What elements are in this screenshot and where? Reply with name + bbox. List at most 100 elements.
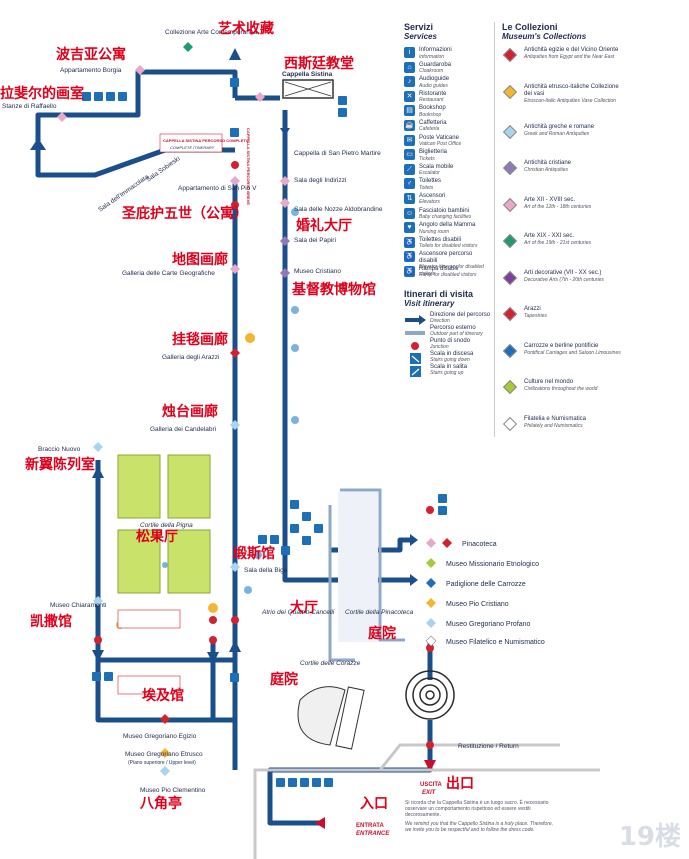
collection-label: Arti decorative (VII - XX sec.) xyxy=(524,269,602,276)
collection-diamond-icon xyxy=(502,343,518,358)
collection-label: Antichità greche e romane xyxy=(524,123,595,130)
service-label-en: Nursing room xyxy=(419,228,450,235)
collections-subtitle: Museum's Collections xyxy=(502,32,587,41)
collection-diamond-icon xyxy=(502,306,518,322)
service-label-en: Toilets for disabled visitors xyxy=(419,243,478,250)
service-label: Caffetteria xyxy=(419,119,447,126)
zh-sistine: 西斯廷教堂 xyxy=(284,55,354,72)
label-atrio: Atrio dei Quattro Cancelli xyxy=(261,609,335,616)
zh-courtyard2: 庭院 xyxy=(270,671,298,688)
itinerary-subtitle: Visit itinerary xyxy=(404,298,455,308)
zh-biga: 缎斯馆 xyxy=(233,545,275,562)
service-label-en: Restaurant xyxy=(419,97,444,104)
label-sala-papiri: Sala dei Papiri xyxy=(294,237,336,244)
service-label-en: Tickets xyxy=(419,155,435,162)
service-label-en: Vatican Post Office xyxy=(419,141,462,148)
label-complete-itinerary-top: COMPLETE ITINERARY xyxy=(170,145,215,150)
outdoor-route-icon xyxy=(404,325,426,336)
collection-label-en: Pontifical Carriages and Saloon Limousin… xyxy=(524,349,621,356)
direction-arrow-icon xyxy=(404,312,426,325)
collection-label: Arte XIX - XXI sec. xyxy=(524,233,575,239)
service-label-en: Baby changing facilities xyxy=(419,214,472,221)
label-exit: EXIT xyxy=(422,790,437,796)
sistine-notes: Si ricorda che la Cappella Sistina è un … xyxy=(405,800,555,833)
label-sala-sobieski: Sala Sobieski xyxy=(145,155,181,183)
service-label-en: Toilets xyxy=(419,184,434,191)
collection-label-en: Etruscan-Italic Antiquities Vase Collect… xyxy=(524,97,616,104)
collection-label: Arazzi xyxy=(524,306,541,312)
collection-label-en: Christian Antiquities xyxy=(524,167,569,173)
service-label-en: Audio guides xyxy=(419,82,448,89)
service-label: Audioguide xyxy=(419,76,450,83)
collection-item: Arte XIX - XXI sec.Art of the 19th - 21s… xyxy=(502,233,622,270)
service-label: Ascensori xyxy=(419,192,446,199)
right-list-5: Museo Filatelico e Numismatico xyxy=(446,639,545,646)
zh-candelabra: 烛台画廊 xyxy=(162,403,218,420)
collection-diamond-icon xyxy=(502,160,518,176)
label-cappella-breve-top: CAPPELLA SISTINA PERCORSO BREVE xyxy=(246,128,251,205)
label-etrusco-sub: (Piano superiore / Upper level) xyxy=(128,760,196,766)
label-cappella-completo-top: CAPPELLA SISTINA PERCORSO COMPLETO xyxy=(163,138,249,143)
zh-pinecone: 松果厅 xyxy=(136,528,178,545)
collection-label: Antichità cristiane xyxy=(524,160,572,166)
label-appartamento-borgia: Appartamento Borgia xyxy=(60,67,122,74)
right-list-2: Padiglione delle Carrozze xyxy=(446,581,526,588)
collection-diamond-icon xyxy=(502,233,518,249)
collection-label-en: Art of the 19th - 21st centuries xyxy=(524,240,591,246)
itinerary-title: Itinerari di visita xyxy=(404,288,474,299)
cortile-pigna-gardens xyxy=(117,454,211,594)
label-uscita: USCITA xyxy=(420,782,443,788)
zh-hall: 大厅 xyxy=(290,599,318,616)
info-icon: i xyxy=(404,47,415,58)
ramp-icon: ♿ xyxy=(404,265,415,277)
bookshop-icon: ▤ xyxy=(404,105,415,117)
collection-item: Arti decorative (VII - XX sec.)Decorativ… xyxy=(502,270,622,307)
collection-item: Antichità etrusco-italiche Collezione de… xyxy=(502,84,622,124)
zh-entrance: 入口 xyxy=(360,796,388,812)
label-galleria-arazzi: Galleria degli Arazzi xyxy=(162,354,219,361)
stairs-up-icon xyxy=(404,364,426,377)
collection-label: Antichità egizie e del Vicino Oriente xyxy=(524,47,619,53)
collection-label: Carrozze e berline pontificie xyxy=(524,342,599,349)
post-icon: ✉ xyxy=(404,134,415,146)
itinerary-label: Direzione del percorso xyxy=(430,311,491,318)
itinerary-label-en: Stairs going down xyxy=(430,356,470,363)
itinerary-label-en: Outdoor part of itinerary xyxy=(430,330,483,337)
label-cappella-san-pietro: Cappella di San Pietro Martire xyxy=(294,150,381,157)
collection-label: Antichità etrusco-italiche Collezione de… xyxy=(524,83,619,97)
route-arrows xyxy=(30,48,436,829)
zh-tapestry: 挂毯画廊 xyxy=(172,331,228,348)
services-subtitle: Services xyxy=(404,32,437,41)
cafeteria-icon: ☕ xyxy=(404,119,415,131)
itinerary-label: Punto di snodo xyxy=(430,337,471,344)
chinese-labels: 艺术收藏 波吉亚公寓 西斯廷教堂 拉斐尔的画室 圣庇护五世（公寓） 婚礼大厅 地… xyxy=(0,20,474,812)
label-cappella-sistina: Cappella Sistina xyxy=(282,71,333,78)
itinerary-banners xyxy=(117,120,267,695)
label-museo-egizio: Museo Gregoriano Egizio xyxy=(123,733,197,740)
note-english: We remind you that the Cappello Sistina … xyxy=(405,821,554,833)
watermark-logo: 19楼 xyxy=(618,822,681,852)
zh-new-wing: 新翼陈列室 xyxy=(25,456,95,473)
collection-label: Arte XII - XVIII sec. xyxy=(524,196,576,203)
ground-lines xyxy=(253,743,600,859)
service-label: Fasciatoio bambini xyxy=(419,207,470,214)
collections-legend: Le Collezioni Museum's Collections Antic… xyxy=(502,22,622,452)
disabled-toilet-icon: ♿ xyxy=(404,236,415,248)
collection-diamond-icon xyxy=(502,379,518,395)
collection-label-en: Civilizations throughout the world xyxy=(524,386,598,392)
